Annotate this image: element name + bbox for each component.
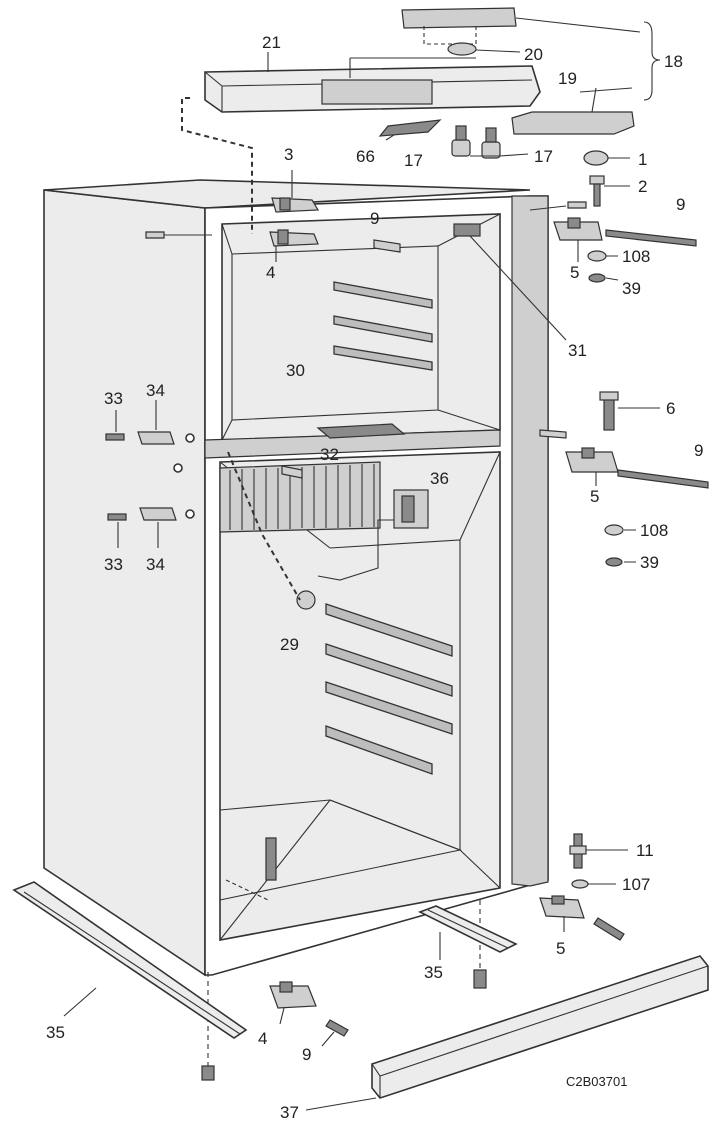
callout-17-left: 17 (404, 151, 423, 170)
base-rail-left (12, 881, 248, 1039)
callout-9-mid-right: 9 (694, 441, 703, 460)
top-control-panel (204, 57, 541, 113)
screw-9-inner (373, 239, 401, 253)
hinge-pin-top (589, 175, 630, 207)
drain-tube (227, 451, 301, 601)
hinge-3 (271, 197, 320, 213)
callout-34-upper: 34 (146, 381, 165, 400)
hinge-4-top (269, 229, 319, 247)
callout-34-lower: 34 (146, 555, 165, 574)
control-plate-lower (511, 87, 635, 135)
thermostat-bracket (317, 489, 429, 581)
callout-35-right: 35 (424, 963, 443, 982)
callout-30: 30 (286, 361, 305, 380)
cap-part (583, 150, 609, 166)
drain-fitting (296, 590, 316, 610)
knob-right (481, 127, 501, 159)
group-bracket (643, 21, 661, 101)
callout-107: 107 (622, 875, 650, 894)
base-rail-right (418, 905, 518, 960)
light-housing (453, 223, 481, 237)
callout-4-bottom: 4 (258, 1029, 267, 1048)
callout-31: 31 (568, 341, 587, 360)
callout-37: 37 (280, 1103, 299, 1122)
callout-20: 20 (524, 45, 543, 64)
callout-33-lower: 33 (104, 555, 123, 574)
fridge-shelf-rails (325, 603, 453, 775)
callout-9-bottom: 9 (302, 1045, 311, 1064)
knob-left (451, 125, 471, 157)
callout-36: 36 (430, 469, 449, 488)
hinge-5-top (529, 201, 697, 283)
screw-vertical (265, 837, 277, 881)
callout-19: 19 (558, 69, 577, 88)
callout-39-top: 39 (622, 279, 641, 298)
drawing-code: C2B03701 (566, 1074, 627, 1089)
hinge-5-bottom (539, 833, 628, 941)
door-stop-lower (107, 463, 195, 548)
callout-17-right: 17 (534, 147, 553, 166)
callout-39-middle: 39 (640, 553, 659, 572)
leveling-foot-right (473, 969, 487, 989)
screw-32 (281, 465, 303, 479)
callout-11: 11 (636, 841, 654, 860)
callout-5-bottom: 5 (556, 939, 565, 958)
callout-labels: 21 20 18 19 66 17 17 1 3 2 9 9 4 5 108 3… (46, 33, 703, 1122)
callout-1: 1 (638, 150, 647, 169)
callout-108-middle: 108 (640, 521, 668, 540)
callout-4-top: 4 (266, 263, 275, 282)
callout-3: 3 (284, 145, 293, 164)
hinge-5-middle (539, 391, 709, 567)
callout-66: 66 (356, 147, 375, 166)
callout-33-upper: 33 (104, 389, 123, 408)
callout-6: 6 (666, 399, 675, 418)
callout-5-top: 5 (570, 263, 579, 282)
callout-21: 21 (262, 33, 281, 52)
callout-2: 2 (638, 177, 647, 196)
callout-108-top: 108 (622, 247, 650, 266)
leveling-foot-left (201, 1065, 215, 1081)
callout-5-middle: 5 (590, 487, 599, 506)
foil-pad (378, 119, 442, 137)
callout-9-top-center: 9 (370, 209, 379, 228)
kick-plate (305, 955, 709, 1111)
screw-left-9 (145, 231, 165, 239)
callout-18: 18 (664, 52, 683, 71)
drain-plate (316, 423, 406, 439)
refrigerator-cabinet (43, 179, 549, 977)
callout-9-top-right: 9 (676, 195, 685, 214)
door-stop-upper (105, 400, 195, 445)
freezer-shelf-rails (333, 281, 433, 371)
callout-32: 32 (320, 445, 339, 464)
callout-35-left: 35 (46, 1023, 65, 1042)
callout-29: 29 (280, 635, 299, 654)
hinge-4-bottom (269, 981, 349, 1047)
control-plate-upper (401, 7, 517, 56)
